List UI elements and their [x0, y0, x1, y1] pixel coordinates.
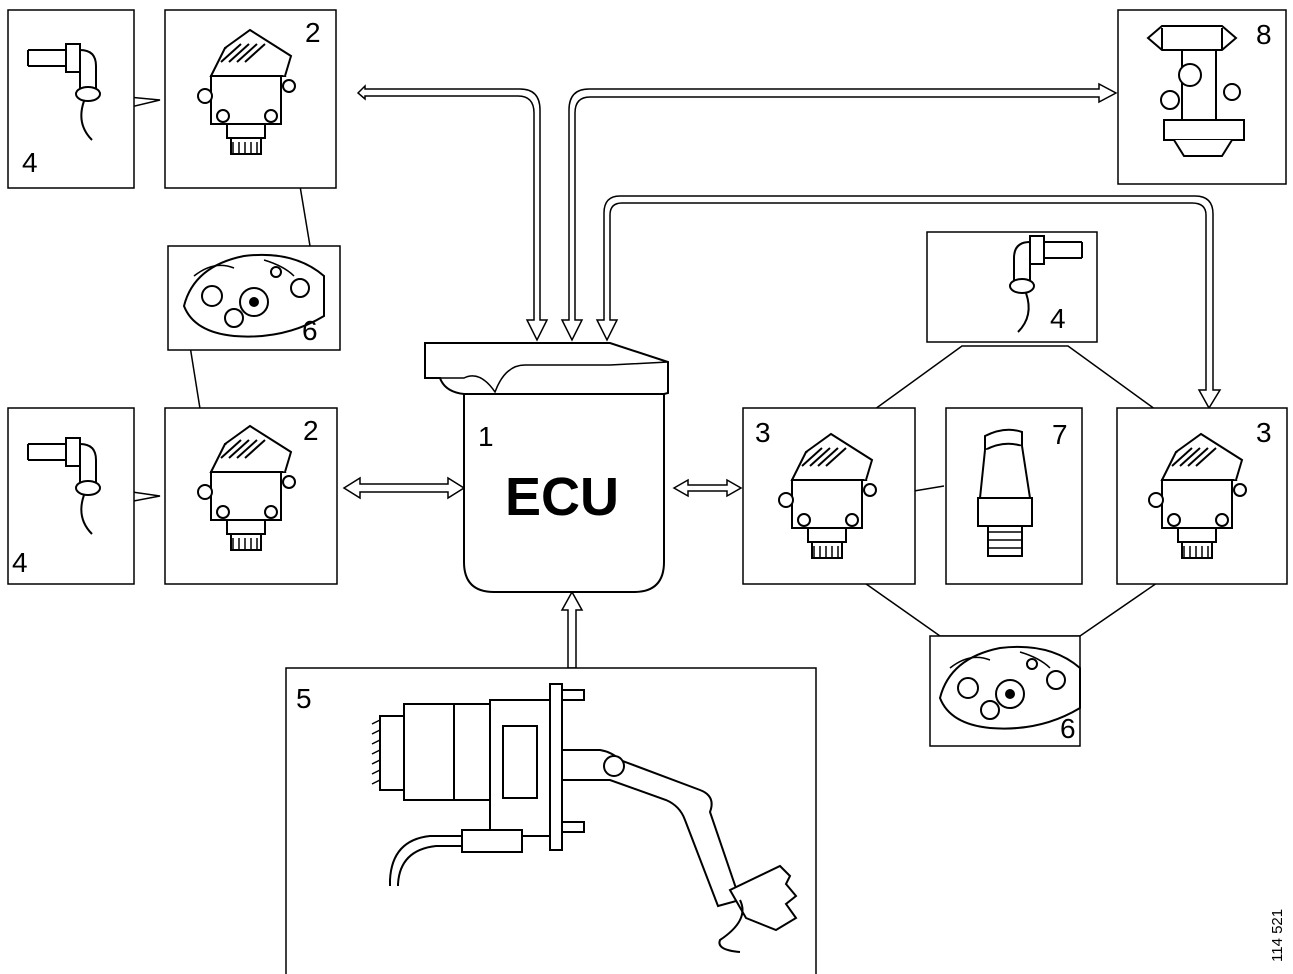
modulator-number-front-top: 2 [305, 17, 321, 48]
arrow-rear-right-to-ecu [595, 195, 1222, 410]
sensor-number-bottom-left: 4 [12, 547, 28, 578]
trailer-valve-number: 8 [1256, 19, 1272, 50]
sensor-box-top-left: 4 [7, 9, 135, 189]
pedal-box: 5 [285, 667, 817, 974]
modulator-number-rear-left: 3 [755, 417, 771, 448]
pedal-number: 5 [296, 683, 312, 714]
pressure-sensor-number: 7 [1052, 419, 1068, 450]
arrow-ecu-to-trailer-valve [560, 82, 1118, 342]
figure-number: 114 521 [1269, 909, 1286, 962]
modulator-number-rear-right: 3 [1256, 417, 1272, 448]
arrow-front-top-to-ecu [356, 84, 549, 342]
hub-number-left: 6 [302, 315, 318, 346]
modulator-box-rear-left: 3 [742, 407, 916, 585]
ecu-unit: 1 ECU [424, 342, 669, 593]
hub-box-right: 6 [929, 635, 1081, 747]
pressure-sensor-box: 7 [945, 407, 1083, 585]
modulator-number-front-bottom: 2 [303, 415, 319, 446]
brake-pedal-unit-icon [371, 683, 798, 953]
sensor-number-right: 4 [1050, 303, 1066, 334]
modulator-box-front-top: 2 [164, 9, 337, 189]
sensor-box-right: 4 [926, 231, 1098, 343]
trailer-control-valve-icon [1146, 25, 1245, 157]
pressure-sensor-icon [977, 428, 1033, 557]
modulator-box-front-bottom: 2 [164, 407, 338, 585]
ecu-text: ECU [505, 467, 619, 527]
trailer-valve-box: 8 [1117, 9, 1287, 185]
hub-box-left: 6 [167, 245, 341, 351]
modulator-box-rear-right: 3 [1116, 407, 1288, 585]
arrow-pedal-to-ecu [560, 590, 584, 669]
sensor-number-top-left: 4 [22, 147, 38, 178]
ecu-control-unit-icon [424, 342, 669, 593]
connection-arrows [342, 82, 1222, 669]
sensor-box-bottom-left: 4 [7, 407, 135, 585]
arrow-ecu-to-rear-left [672, 478, 743, 498]
hub-number-right: 6 [1060, 713, 1076, 744]
arrow-front-bottom-to-ecu [342, 476, 466, 500]
ecu-number: 1 [478, 421, 494, 452]
